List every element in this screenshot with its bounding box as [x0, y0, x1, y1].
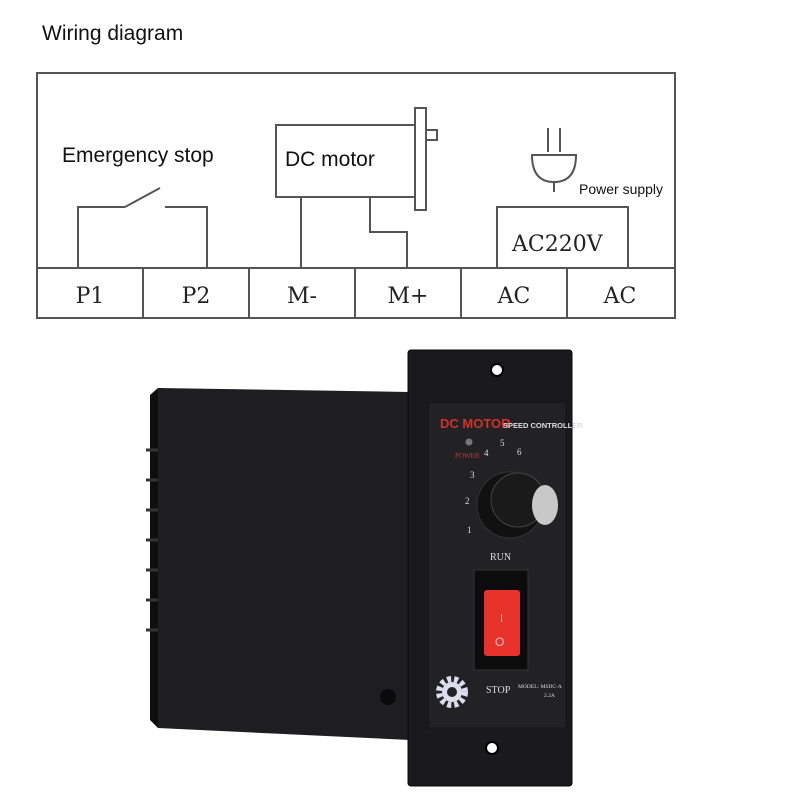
- power-led: [465, 438, 473, 446]
- terminal-m-plus: M+: [388, 284, 429, 309]
- subtitle-label: SPEED CONTROLLER: [503, 421, 583, 430]
- dial-mark-1: 1: [467, 525, 472, 535]
- emergency-stop-label: Emergency stop: [62, 144, 214, 167]
- terminal-p1: P1: [76, 284, 105, 309]
- dial-mark-6: 6: [517, 447, 522, 457]
- plug-icon: [530, 128, 578, 192]
- wire-p1: [77, 206, 125, 268]
- power-label: POWER: [455, 452, 480, 460]
- terminal-m-minus: M-: [287, 284, 317, 309]
- switch-on-mark: I: [500, 613, 503, 625]
- dial-mark-4: 4: [484, 448, 489, 458]
- speed-controller: DC MOTOR SPEED CONTROLLER POWER 1 2 3 4 …: [146, 349, 583, 787]
- diagram-title: Wiring diagram: [42, 22, 184, 45]
- power-switch[interactable]: I O: [484, 590, 520, 656]
- switch-icon: [124, 187, 161, 208]
- model-label: MODEL: MSDC-A: [518, 684, 562, 690]
- brand-label: DC MOTOR: [440, 416, 511, 431]
- stop-label: STOP: [486, 685, 511, 696]
- power-supply-label: Power supply: [579, 181, 663, 197]
- speed-knob[interactable]: [476, 471, 558, 539]
- wire-m-plus: [369, 197, 408, 268]
- rating-label: 2.2A: [544, 693, 555, 699]
- terminal-ac-1: AC: [497, 284, 531, 309]
- wire-p2: [165, 206, 208, 268]
- run-label: RUN: [490, 552, 511, 563]
- dc-motor-label: DC motor: [285, 148, 375, 171]
- dial-mark-5: 5: [500, 438, 505, 448]
- terminal-p2: P2: [182, 284, 211, 309]
- voltage-label: AC220V: [511, 232, 604, 257]
- terminal-ac-2: AC: [603, 284, 637, 309]
- gear-icon: [436, 676, 468, 708]
- dial-mark-3: 3: [470, 470, 475, 480]
- voltage-box: [496, 206, 629, 269]
- dial-mark-2: 2: [465, 496, 470, 506]
- switch-off-mark: O: [495, 635, 504, 649]
